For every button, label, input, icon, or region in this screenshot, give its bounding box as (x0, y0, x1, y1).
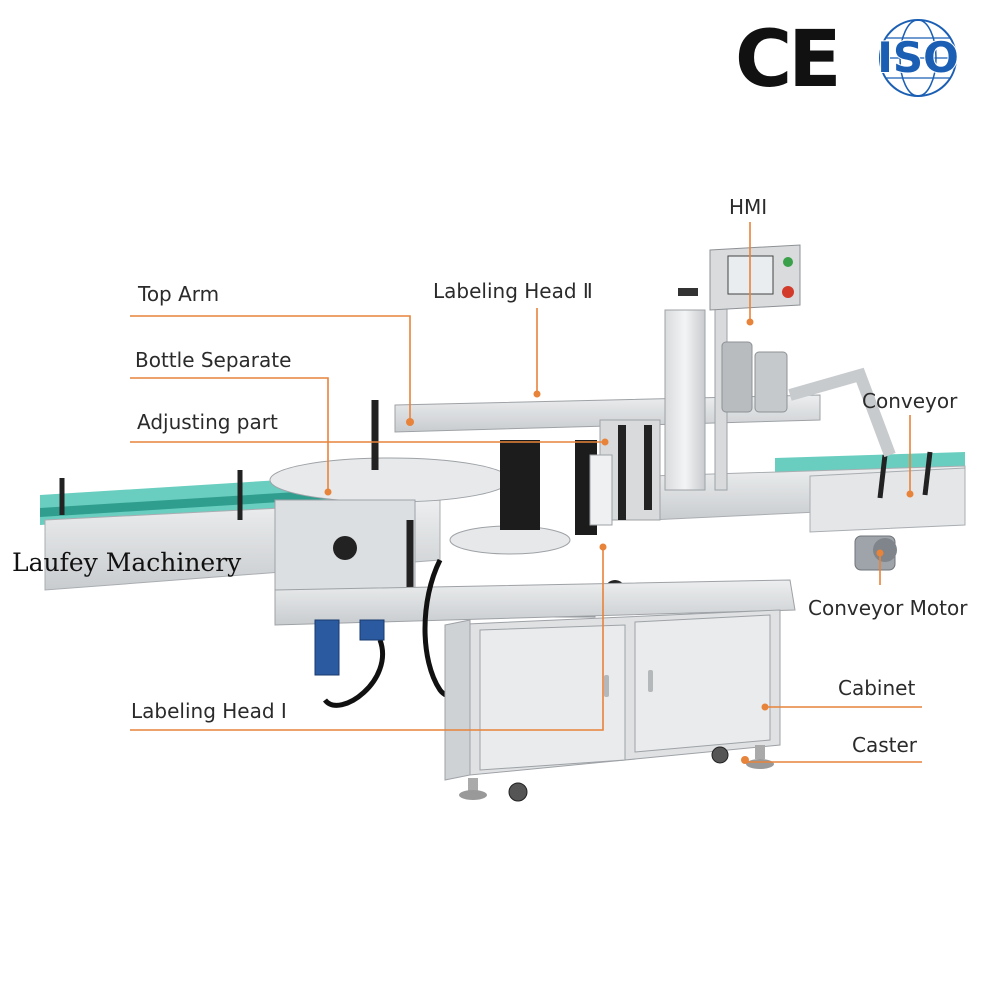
callout-line-top-arm (130, 315, 411, 424)
right-conveyor (649, 451, 966, 571)
callout-line-labeling-head-1 (130, 547, 604, 731)
labeling-head-2 (599, 299, 788, 521)
label-conveyor-motor: Conveyor Motor (808, 596, 968, 620)
label-adjusting-part: Adjusting part (137, 410, 278, 434)
callout-lines (130, 222, 922, 763)
top-arm (394, 367, 896, 458)
callout-dots (324, 318, 914, 711)
hmi-panel (678, 244, 801, 311)
label-cabinet: Cabinet (838, 676, 916, 700)
callout-line-bottle-separate (130, 377, 329, 490)
ce-mark: CE (735, 15, 842, 105)
label-hmi: HMI (729, 195, 768, 219)
cabinet (444, 609, 781, 781)
label-labeling-head-1: Labeling Head I (131, 699, 287, 723)
casters (459, 745, 774, 802)
iso-text: ISO (877, 33, 959, 82)
label-bottle-separate: Bottle Separate (135, 348, 292, 372)
label-caster: Caster (852, 733, 918, 757)
label-top-arm: Top Arm (138, 282, 220, 306)
label-conveyor: Conveyor (862, 389, 958, 413)
watermark-brand: Laufey Machinery (12, 548, 242, 577)
iso-globe-icon: ISO (876, 19, 960, 97)
label-labeling-head-2: Labeling Head Ⅱ (433, 279, 593, 303)
